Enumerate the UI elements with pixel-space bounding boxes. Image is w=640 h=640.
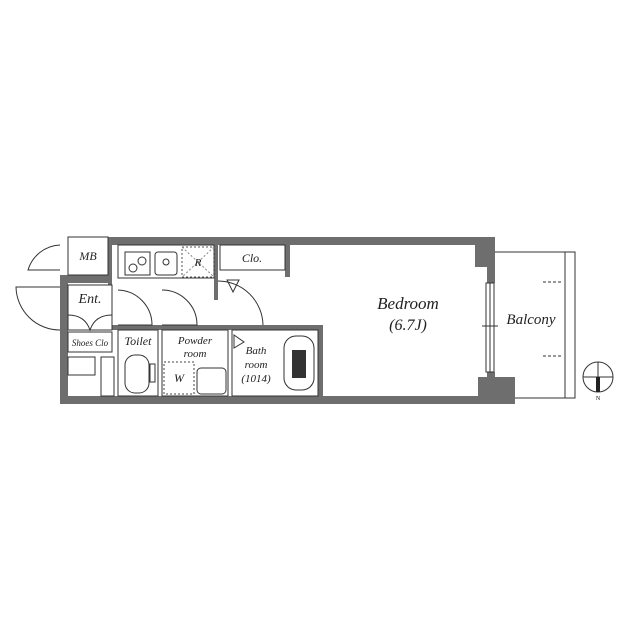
north-compass-icon: N bbox=[582, 361, 614, 402]
washbasin-icon bbox=[196, 367, 227, 395]
entrance-door[interactable] bbox=[15, 286, 61, 331]
bedroom-size: (6.7J) bbox=[389, 317, 427, 334]
powder-label-1: Powder bbox=[177, 335, 213, 347]
burner-icon bbox=[128, 263, 138, 273]
bedroom-label: Bedroom bbox=[377, 294, 439, 313]
closet-door-marker bbox=[226, 279, 240, 294]
toilet-door[interactable] bbox=[117, 289, 153, 326]
shoes-closet-label: Shoes Clo bbox=[72, 338, 109, 348]
sink-icon bbox=[154, 251, 178, 276]
shoes-closet-doors[interactable] bbox=[67, 314, 113, 332]
compass-label: N bbox=[596, 396, 601, 402]
stove-icon bbox=[124, 251, 151, 276]
bathroom: Bath room (1014) bbox=[231, 329, 319, 397]
walls bbox=[60, 237, 515, 404]
kitchen: R bbox=[117, 244, 215, 279]
powder-door[interactable] bbox=[161, 289, 198, 326]
entrance: Ent. Shoes Clo bbox=[15, 284, 115, 397]
balcony-label: Balcony bbox=[506, 312, 555, 328]
drain-grid bbox=[292, 350, 306, 378]
closet: Clo. bbox=[217, 244, 286, 326]
balcony: Balcony bbox=[495, 251, 576, 399]
toilet-label: Toilet bbox=[125, 334, 153, 348]
washer-space bbox=[163, 361, 195, 395]
closet-label: Clo. bbox=[242, 251, 262, 265]
bath-label-1: Bath bbox=[246, 345, 267, 357]
bath-door-marker bbox=[233, 334, 245, 349]
washer-label: W bbox=[174, 371, 185, 385]
mb-label: MB bbox=[78, 249, 97, 263]
bedroom: Bedroom (6.7J) bbox=[377, 282, 498, 373]
mb-door bbox=[27, 244, 61, 271]
refrigerator-label: R bbox=[194, 257, 202, 269]
powder-room: Powder room W bbox=[161, 289, 229, 397]
mb-room: MB bbox=[27, 236, 109, 276]
burner-icon bbox=[137, 256, 147, 266]
toilet-icon bbox=[124, 354, 150, 394]
refrigerator-space bbox=[181, 246, 215, 278]
bath-label-3: (1014) bbox=[241, 373, 271, 385]
entrance-label: Ent. bbox=[78, 292, 102, 307]
bath-label-2: room bbox=[245, 359, 268, 371]
toilet-room: Toilet bbox=[117, 289, 159, 397]
hall-door[interactable] bbox=[217, 280, 264, 326]
powder-label-2: room bbox=[184, 348, 207, 360]
